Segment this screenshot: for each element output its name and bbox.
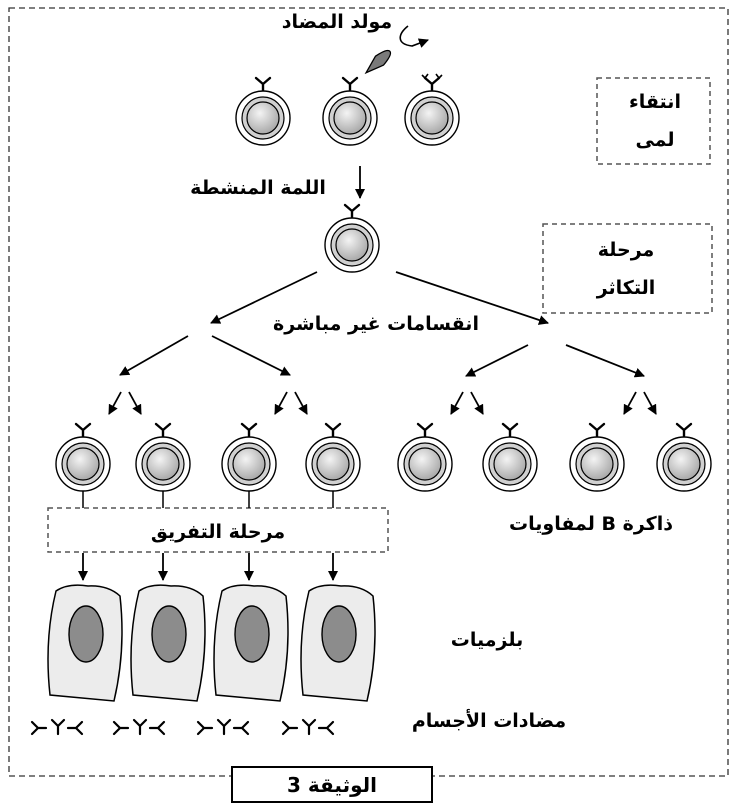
antibody-icon [112, 720, 130, 736]
arrow [450, 391, 464, 415]
proliferation-line1: مرحلة [598, 239, 655, 261]
arrow [294, 391, 308, 415]
lymphocyte [135, 422, 191, 492]
lymphocyte [55, 422, 111, 492]
receptor-icon [675, 422, 693, 440]
receptor-icon [421, 73, 443, 94]
lymphocytes [55, 73, 712, 492]
plasma-cell [213, 584, 289, 702]
arrow [470, 391, 484, 415]
antibody-icon [317, 720, 335, 736]
arrow [465, 344, 529, 377]
nucleus [68, 605, 104, 663]
lymphocyte [235, 76, 291, 146]
antibody-icon [30, 720, 48, 736]
clonal-selection-box: انتقاء لمى [596, 77, 711, 165]
arrow [643, 391, 657, 415]
antibodies-label: مضادات الأجسام [412, 709, 566, 732]
receptor-icon [240, 422, 258, 440]
lymphocyte [397, 422, 453, 492]
arrow [210, 271, 318, 324]
receptor-icon [588, 422, 606, 440]
arrow [119, 335, 189, 376]
antibodies [30, 718, 335, 736]
clonal-selection-line2: لمى [635, 129, 674, 151]
antigen-label: مولد المضاد [282, 11, 392, 33]
mitosis-label: انقسامات غير مباشرة [273, 313, 479, 335]
lymphocyte [324, 203, 380, 273]
document-frame [8, 7, 729, 777]
receptor-icon [74, 422, 92, 440]
plasma-cell [130, 584, 206, 702]
plasma-cell [300, 584, 376, 702]
lymphocyte [322, 76, 378, 146]
lymphocyte [569, 422, 625, 492]
antigen-icon [364, 49, 392, 75]
antibody-icon [148, 720, 166, 736]
receptor-icon [416, 422, 434, 440]
arrow [128, 391, 142, 415]
arrows [78, 166, 657, 581]
memory-cells-label: لمفاويات B ذاكرة [509, 513, 673, 535]
lymphocyte [305, 422, 361, 492]
lymphocyte [404, 73, 460, 146]
clonal-selection-line1: انتقاء [629, 91, 681, 113]
activated-clone-label: اللمة المنشطة [190, 177, 326, 199]
document-caption: الوثيقة 3 [231, 766, 433, 803]
receptor-icon [154, 422, 172, 440]
document-label: الوثيقة 3 [287, 773, 377, 797]
plasma-cells-label: بلزميات [451, 629, 523, 651]
arrow [274, 391, 288, 415]
lymphocyte [656, 422, 712, 492]
plasma-cell [47, 584, 123, 702]
proliferation-line2: التكاثر [596, 277, 656, 299]
antibody-icon [66, 720, 84, 736]
nucleus [321, 605, 357, 663]
antigen-curl-arrow [399, 25, 429, 48]
arrow [623, 391, 637, 415]
antibody-icon [132, 718, 148, 736]
antibody-icon [216, 718, 232, 736]
proliferation-box: مرحلة التكاثر [542, 223, 713, 314]
nucleus [234, 605, 270, 663]
differentiation-box: مرحلة التفريق [47, 507, 389, 553]
receptor-icon [254, 76, 272, 94]
lymphocyte [482, 422, 538, 492]
antibody-icon [301, 718, 317, 736]
receptor-icon [343, 203, 361, 221]
arrow [211, 335, 291, 376]
antibody-icon [281, 720, 299, 736]
antibody-icon [232, 720, 250, 736]
receptor-icon [501, 422, 519, 440]
arrow [108, 391, 122, 415]
arrow [395, 271, 549, 325]
antibody-icon [196, 720, 214, 736]
receptor-icon [324, 422, 342, 440]
lymphocyte [221, 422, 277, 492]
nucleus [151, 605, 187, 663]
differentiation-label: مرحلة التفريق [151, 521, 285, 543]
receptor-icon [341, 76, 359, 94]
arrow [565, 344, 645, 378]
antibody-icon [50, 718, 66, 736]
plasma-cells [47, 584, 376, 702]
